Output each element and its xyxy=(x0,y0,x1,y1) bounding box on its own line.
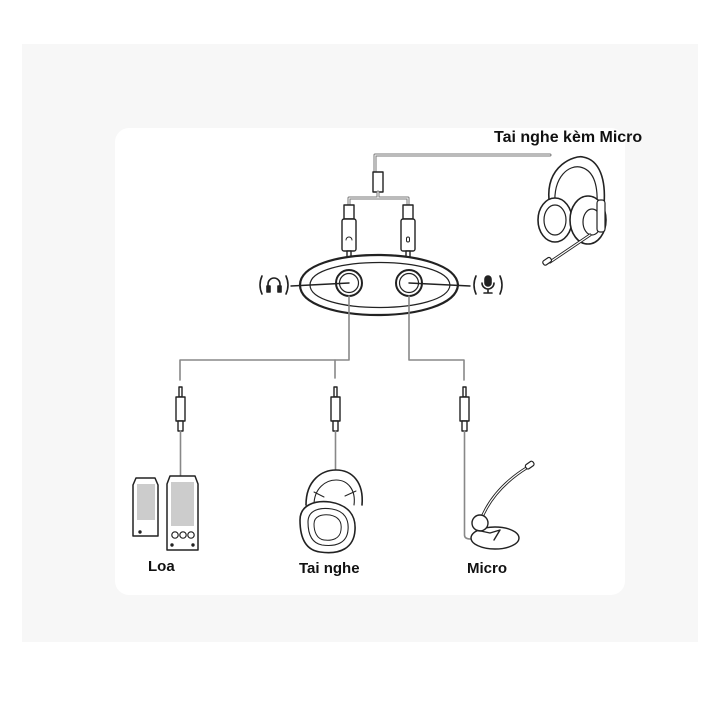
headset-cable xyxy=(347,153,552,208)
speaker-plug xyxy=(175,386,186,479)
microphone-icon xyxy=(406,236,410,243)
headphones-illustration xyxy=(299,469,363,554)
microphone-icon xyxy=(484,275,492,287)
headphone-icon xyxy=(345,236,353,241)
speakers-label: Loa xyxy=(148,558,175,575)
speakers-illustration xyxy=(132,475,199,551)
headphone-port-legend xyxy=(259,275,289,295)
output-cables xyxy=(179,295,465,381)
audio-adapter[interactable] xyxy=(290,253,471,317)
microphone-plug xyxy=(459,386,472,540)
cable-splitter xyxy=(372,171,384,193)
headphone-plug xyxy=(330,386,341,471)
headset-with-mic-illustration xyxy=(537,155,607,266)
headphone-plug-top xyxy=(341,204,357,264)
diagram-card xyxy=(115,128,625,595)
headset-label: Tai nghe kèm Micro xyxy=(494,129,643,146)
microphone-port-legend xyxy=(473,275,503,295)
microphone-label: Micro xyxy=(467,560,508,577)
headphones-label: Tai nghe xyxy=(299,560,360,577)
microphone-plug-top xyxy=(400,204,416,264)
microphone-illustration xyxy=(470,460,535,550)
headphone-icon xyxy=(267,277,281,292)
